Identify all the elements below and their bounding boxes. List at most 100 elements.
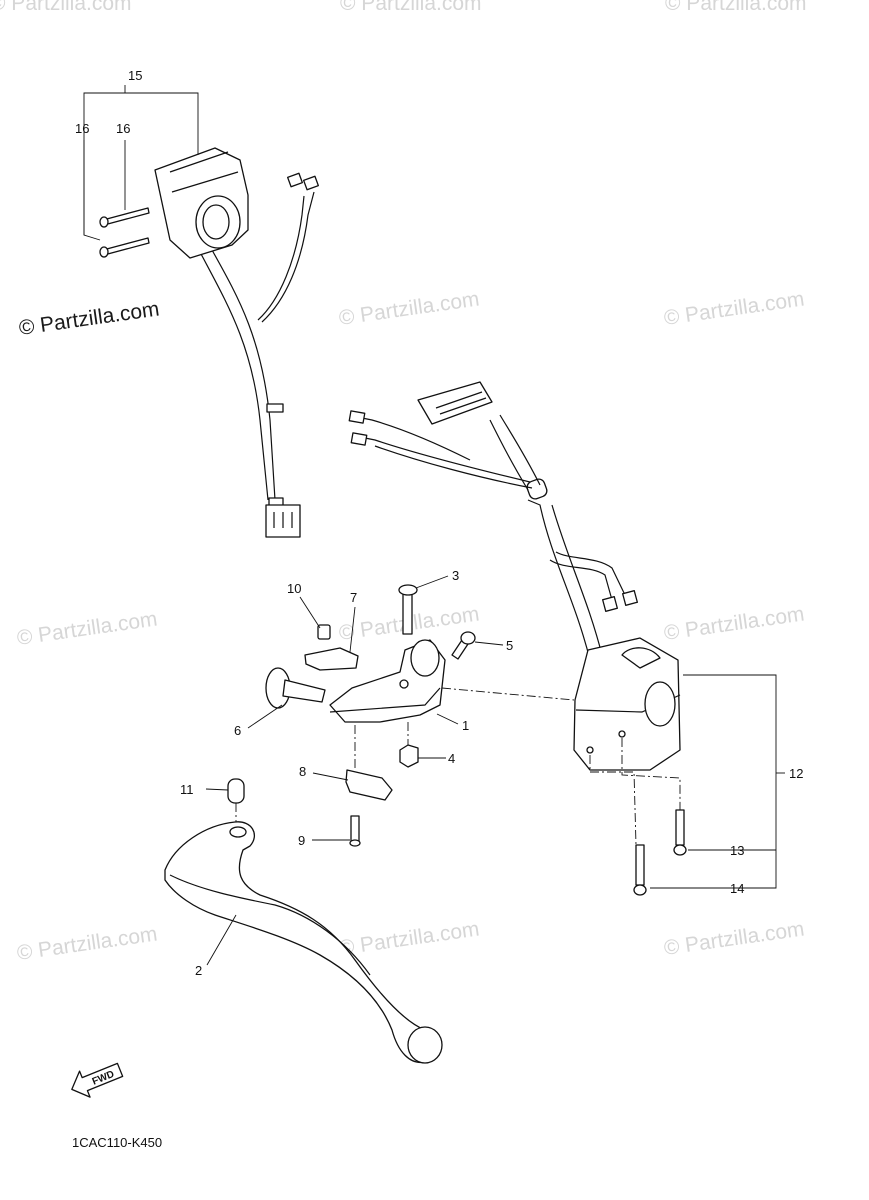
watermark: © Partzilla.com: [662, 917, 805, 959]
screw-hole: [586, 746, 594, 754]
wire-grommet: [526, 478, 548, 500]
handlebar-bore: [644, 681, 676, 727]
screw-head: [99, 216, 109, 228]
leader-7: [349, 606, 356, 653]
spade-terminal: [602, 596, 618, 612]
callout-7: 7: [350, 590, 357, 605]
nut: [399, 744, 419, 768]
callout-15: 15: [128, 68, 142, 83]
left-handlebar-switch: [99, 147, 319, 538]
fwd-arrow-icon: FWD: [71, 1062, 124, 1098]
handlebar-bore-inner: [202, 204, 230, 240]
wire: [527, 499, 591, 661]
wire: [489, 419, 529, 491]
collar: [227, 778, 245, 804]
wire-band: [266, 403, 284, 413]
lever-edge: [169, 874, 371, 976]
callout-14: 14: [730, 881, 744, 896]
screw-head: [460, 631, 476, 645]
callout-16: 16: [75, 121, 89, 136]
watermark: © Partzilla.com: [662, 602, 805, 644]
holder-bore: [410, 639, 440, 677]
wire: [549, 559, 613, 601]
brake-lever: [164, 821, 443, 1064]
pivot-bolt: [402, 591, 413, 635]
screw-hole: [618, 730, 626, 738]
wire: [199, 251, 269, 501]
callout-2: 2: [195, 963, 202, 978]
spade-terminal: [622, 590, 638, 606]
screw: [675, 809, 685, 846]
wire: [555, 551, 626, 596]
wire: [211, 249, 276, 501]
spade-terminal: [303, 175, 319, 191]
screw: [350, 815, 360, 843]
callout-3: 3: [452, 568, 459, 583]
callout-11: 11: [180, 782, 194, 797]
switch-plate: [304, 647, 359, 671]
switch-knob: [621, 647, 661, 669]
leader-1: [436, 713, 459, 725]
spade-terminal: [287, 172, 303, 188]
multi-pin-coupler: [417, 381, 493, 425]
callout-1: 1: [462, 718, 469, 733]
callout-13: 13: [730, 843, 744, 858]
callout-16: 16: [116, 121, 130, 136]
wire: [361, 417, 471, 461]
wire: [257, 195, 305, 321]
brake-switch: [345, 769, 393, 801]
callout-6: 6: [234, 723, 241, 738]
lever-bracket-assembly: [227, 584, 476, 847]
leader-10: [299, 596, 321, 629]
watermark: © Partzilla.com: [0, 0, 132, 15]
adjuster-shaft: [282, 679, 326, 703]
watermark: © Partzilla.com: [662, 287, 805, 329]
screw: [635, 844, 645, 886]
watermark: © Partzilla.com: [337, 917, 480, 959]
screw-head: [633, 884, 647, 896]
switch-housing: [154, 147, 249, 259]
leader-6: [247, 704, 283, 729]
callout-10: 10: [287, 581, 301, 596]
screw-head: [349, 839, 361, 847]
lever-ball-end: [407, 1026, 443, 1064]
dash-line: [441, 687, 575, 701]
callout-4: 4: [448, 751, 455, 766]
watermark-layer: © Partzilla.com © Partzilla.com © Partzi…: [0, 0, 807, 965]
screw: [102, 237, 150, 256]
screw-head: [99, 246, 109, 258]
spade-terminal: [348, 410, 366, 424]
watermark: © Partzilla.com: [15, 922, 158, 964]
bracket-12: [650, 674, 777, 889]
diagram-code: 1CAC110-K450: [72, 1135, 162, 1150]
holder-edge: [329, 687, 441, 713]
wire: [364, 437, 531, 483]
lever-pivot: [229, 826, 247, 838]
callout-5: 5: [506, 638, 513, 653]
spade-terminal: [350, 432, 368, 446]
dash-line: [621, 738, 681, 810]
pivot-hole: [399, 679, 409, 689]
leader-2: [206, 914, 237, 966]
wire: [499, 414, 541, 486]
watermark: © Partzilla.com: [665, 0, 807, 15]
screw: [102, 207, 150, 226]
grommet: [317, 624, 331, 640]
coupler-pins: [273, 512, 293, 528]
wire: [374, 445, 533, 489]
right-handlebar-switch: [348, 381, 687, 896]
callout-12: 12: [789, 766, 803, 781]
wire: [551, 504, 603, 656]
watermark: © Partzilla.com: [340, 0, 482, 15]
wire: [261, 191, 315, 323]
leader-5: [474, 641, 504, 646]
leader-11: [205, 788, 229, 791]
switch-housing: [573, 637, 681, 771]
callout-labels: 1 2 3 4 5 6 7 8 9 10 11 12 13 14 15 16 1…: [75, 68, 803, 978]
housing-edge: [169, 151, 239, 193]
callout-9: 9: [298, 833, 305, 848]
leader-3: [415, 575, 449, 589]
callout-8: 8: [299, 764, 306, 779]
partzilla-watermark: © Partzilla.com: [17, 297, 160, 339]
